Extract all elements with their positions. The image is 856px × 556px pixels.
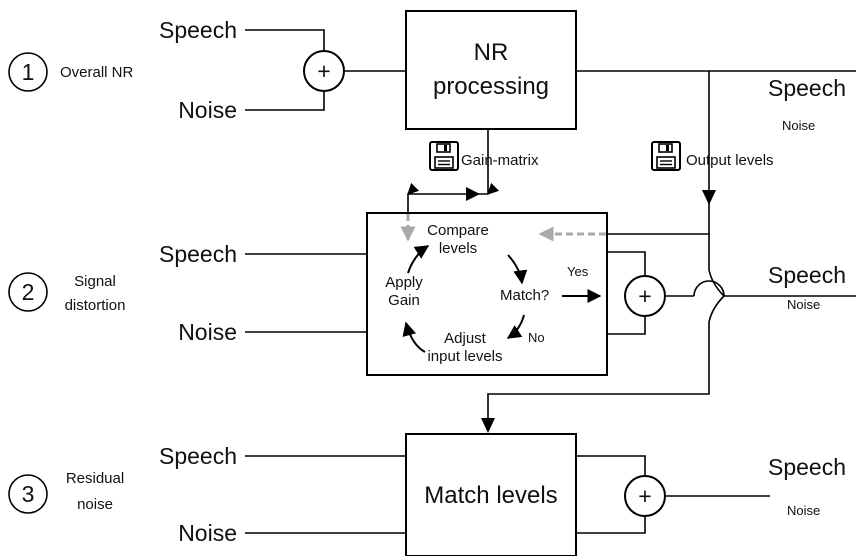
noise-to-sum-line: [607, 316, 646, 335]
section-number-badge: [8, 272, 48, 312]
gain-matrix-label: Gain-matrix: [461, 152, 539, 169]
output-label-noise: Noise: [787, 297, 820, 312]
nr-processing-label-line1: NR: [474, 39, 509, 66]
section-overall-nr: 1 Overall NR Speech Noise + NR processin…: [8, 10, 856, 213]
section-number-badge: [8, 474, 48, 514]
summing-symbol: +: [638, 283, 651, 309]
output-levels-bypass-lower: [708, 295, 725, 323]
section-number: 1: [22, 59, 35, 85]
nr-processing-box: [405, 10, 577, 130]
summing-symbol: +: [638, 483, 651, 509]
gain-matrix-path: [407, 129, 500, 213]
summing-symbol: +: [317, 58, 330, 84]
output-label-speech: Speech: [768, 75, 846, 101]
output-levels-arrowhead: [702, 190, 716, 205]
input-label-speech: Speech: [159, 17, 237, 43]
input-label-speech: Speech: [159, 241, 237, 267]
floppy-disk-icon: [429, 141, 459, 171]
loop-compare-line2: levels: [439, 240, 477, 257]
section-title-line2: noise: [77, 496, 113, 513]
loop-compare-line1: Compare: [427, 222, 489, 239]
loop-arrow-match-to-adjust: [506, 314, 525, 339]
match-levels-box: [405, 433, 577, 556]
section-title-line1: Residual: [66, 470, 124, 487]
section-title-line2: distortion: [65, 297, 126, 314]
nr-processing-label-line2: processing: [433, 73, 549, 100]
loop-adjust-line1: Adjust: [444, 330, 487, 347]
output-label-noise: Noise: [787, 503, 820, 518]
loop-match: Match?: [500, 287, 549, 304]
section-title: Overall NR: [60, 64, 134, 81]
output-feedback-line: [607, 205, 710, 235]
noise-to-sum-line: [576, 516, 646, 534]
input-label-noise: Noise: [178, 97, 237, 123]
loop-apply-line2: Gain: [388, 292, 420, 309]
section-signal-distortion: 2 Signal distortion Speech Noise Compare…: [8, 205, 856, 433]
output-levels-to-match: [487, 322, 710, 422]
section-residual-noise: 3 Residual noise Speech Noise Match leve…: [8, 433, 846, 556]
line-hop: [693, 280, 725, 297]
loop-arrow-apply-to-compare: [407, 245, 430, 274]
input-label-noise: Noise: [178, 319, 237, 345]
loop-yes: Yes: [567, 264, 589, 279]
output-label-speech: Speech: [768, 262, 846, 288]
input-label-speech: Speech: [159, 443, 237, 469]
speech-input-line: [245, 29, 325, 51]
loop-no: No: [528, 330, 545, 345]
loop-arrow-adjust-to-apply: [402, 321, 426, 353]
speech-to-sum-line: [576, 455, 646, 476]
speech-to-sum-line: [607, 251, 646, 276]
loop-adjust-line2: input levels: [427, 348, 502, 365]
section-number: 3: [22, 481, 35, 507]
match-levels-label: Match levels: [424, 482, 557, 509]
section-number-badge: [8, 52, 48, 92]
loop-arrow-compare-to-match: [507, 254, 528, 285]
section-title-line1: Signal: [74, 273, 116, 290]
loop-apply-line1: Apply: [385, 274, 423, 291]
input-label-noise: Noise: [178, 520, 237, 546]
floppy-disk-icon: [651, 141, 681, 171]
section-number: 2: [22, 279, 35, 305]
output-levels-label: Output levels: [686, 152, 774, 169]
noise-input-line: [245, 91, 325, 111]
output-label-noise: Noise: [782, 118, 815, 133]
output-levels-bypass: [708, 269, 725, 297]
output-label-speech: Speech: [768, 454, 846, 480]
output-levels-to-match-arrowhead: [481, 418, 495, 433]
gain-matrix-arrowhead: [466, 187, 480, 201]
